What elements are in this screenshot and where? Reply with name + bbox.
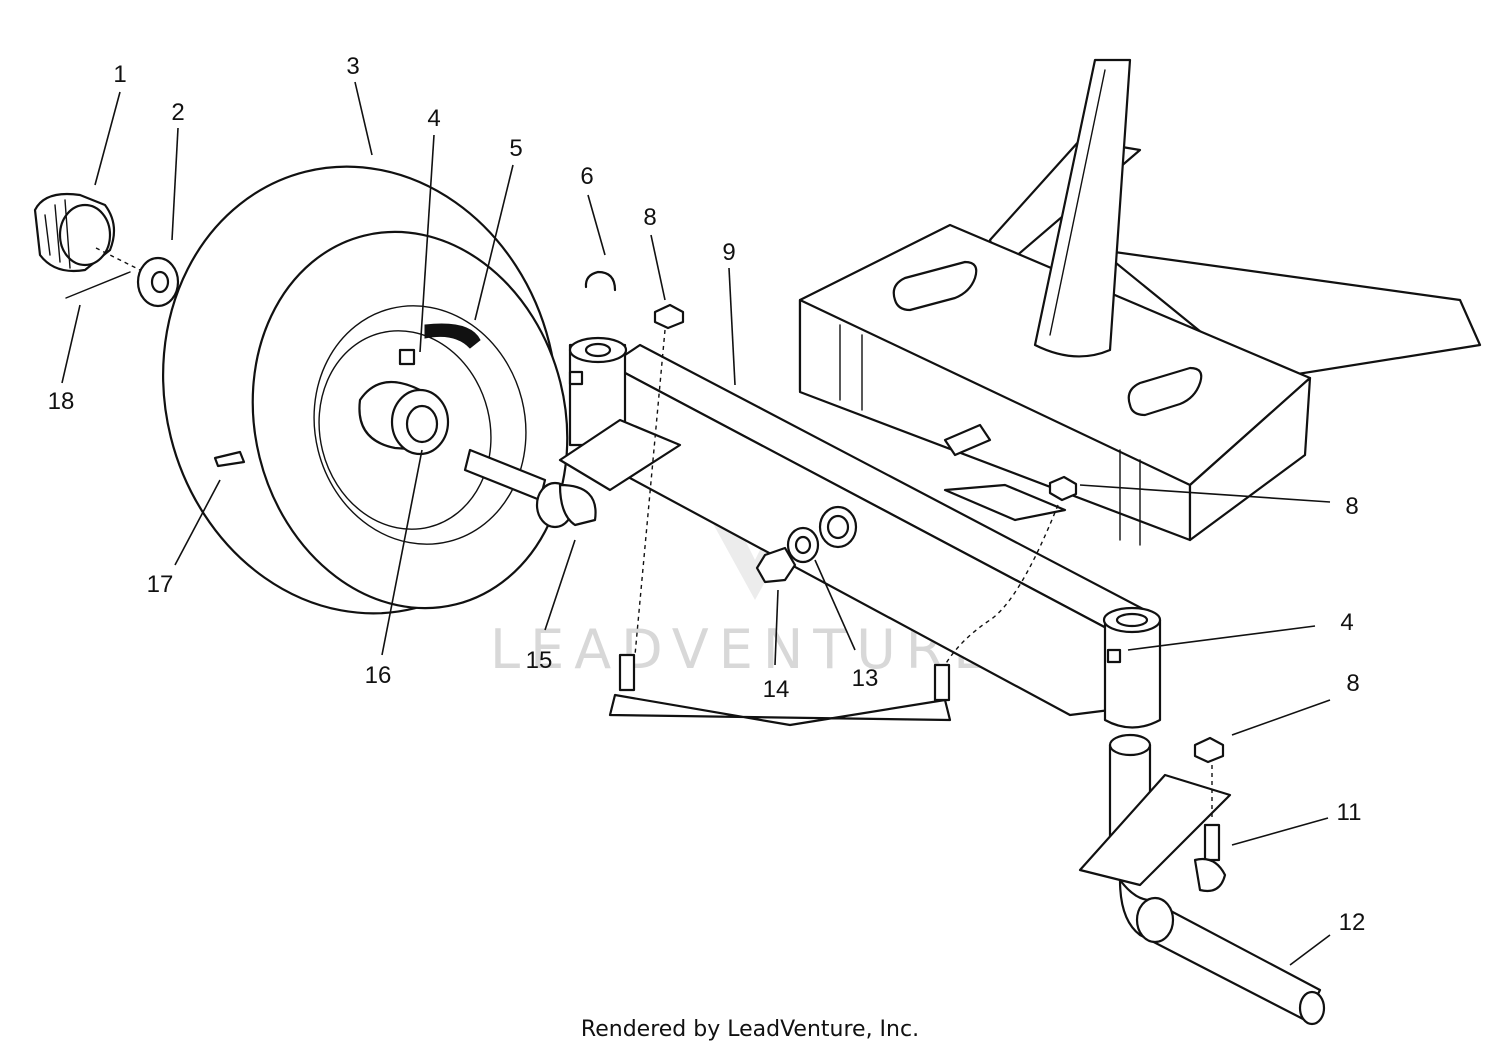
hub-cap xyxy=(33,192,116,273)
callout-4-right: 4 xyxy=(1340,609,1353,636)
callout-8-lower: 8 xyxy=(1346,670,1359,697)
tie-rod xyxy=(608,653,1227,893)
spindle xyxy=(1078,733,1326,1026)
cotter-pin xyxy=(65,271,131,299)
frame-assembly xyxy=(798,58,1482,546)
callout-1: 1 xyxy=(113,61,126,88)
callout-11: 11 xyxy=(1337,799,1362,826)
callout-8-right: 8 xyxy=(1345,493,1358,520)
callout-17: 17 xyxy=(147,571,174,598)
front-axle-beam xyxy=(558,336,1147,717)
nuts xyxy=(653,303,1225,764)
callout-2: 2 xyxy=(171,99,184,126)
callout-6: 6 xyxy=(580,163,593,190)
callout-9: 9 xyxy=(722,239,735,266)
callout-18: 18 xyxy=(48,388,75,415)
callout-15: 15 xyxy=(526,647,553,674)
callout-13: 13 xyxy=(852,665,879,692)
callout-12: 12 xyxy=(1339,909,1366,936)
callout-14: 14 xyxy=(763,676,790,703)
axle-bolt xyxy=(463,448,597,529)
callout-8-top: 8 xyxy=(643,204,656,231)
alignment-lines xyxy=(95,247,1213,820)
watermark-text: LEADVENTURE xyxy=(490,618,997,681)
callout-16: 16 xyxy=(365,662,392,689)
callout-5: 5 xyxy=(509,135,522,162)
callout-3: 3 xyxy=(346,53,359,80)
spindle-tube xyxy=(1102,606,1162,729)
pivot-hardware xyxy=(755,423,1067,584)
leader-lines xyxy=(61,81,1331,966)
callout-labels: 1 2 3 4 5 6 8 9 18 8 17 4 15 16 14 13 8 … xyxy=(48,53,1366,936)
tire xyxy=(162,165,569,615)
credit-text: Rendered by LeadVenture, Inc. xyxy=(581,1017,919,1042)
callout-4: 4 xyxy=(427,105,440,132)
e-clip xyxy=(584,270,617,292)
washer xyxy=(136,256,180,308)
